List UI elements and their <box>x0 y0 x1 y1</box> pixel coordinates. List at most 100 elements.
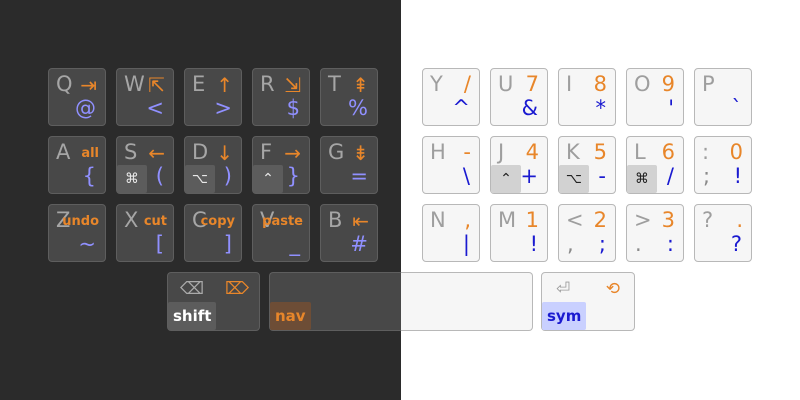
key-top-right-label: all <box>81 146 99 161</box>
key-symbol-label: @ <box>75 96 96 120</box>
key-symbol-label: - <box>598 164 606 188</box>
key-symbol-label: ^ <box>452 96 470 120</box>
key-top-right-label: ← <box>148 141 165 165</box>
key-letter: D <box>192 140 209 164</box>
key-top-right-label: copy <box>200 214 235 229</box>
key-top-right-label: 9 <box>661 72 675 96</box>
delete-forward-icon: ⌦ <box>224 279 249 299</box>
key-letter: M <box>498 208 517 232</box>
key-top-right-label: ⇤ <box>352 209 369 233</box>
key-symbol-label: / <box>666 164 674 188</box>
key-top-right-label: ↓ <box>216 141 233 165</box>
key-bottom-left-label: , <box>567 232 574 256</box>
key-symbol-label: ! <box>529 232 538 256</box>
key-light-2-2[interactable]: <2,; <box>558 204 616 262</box>
modifier-badge: ⌥ <box>185 165 215 193</box>
key-dark-0-2[interactable]: E ↑> <box>184 68 242 126</box>
key-light-1-4[interactable]: :0;! <box>694 136 752 194</box>
key-light-0-0[interactable]: Y/^ <box>422 68 480 126</box>
key-letter: R <box>260 72 275 96</box>
key-top-right-label: ↑ <box>216 73 233 97</box>
key-top-right-label: paste <box>262 214 303 229</box>
key-bottom-left-label: ; <box>703 164 711 188</box>
right-half-background <box>401 0 800 400</box>
shift-thumb-key[interactable]: ⌫ ⌦ shift <box>167 272 260 331</box>
key-top-right-label: 7 <box>525 72 539 96</box>
key-top-right-label: ⇥ <box>80 73 97 97</box>
key-letter: > <box>634 208 652 232</box>
key-light-2-3[interactable]: >3.: <box>626 204 684 262</box>
key-letter: P <box>702 72 715 96</box>
key-dark-2-4[interactable]: B⇤# <box>320 204 378 262</box>
key-dark-0-4[interactable]: T⇞% <box>320 68 378 126</box>
key-light-1-0[interactable]: H-\ <box>422 136 480 194</box>
key-symbol-label: ~ <box>78 232 96 256</box>
key-symbol-label: $ <box>286 96 300 120</box>
key-symbol-label: ) <box>223 164 232 188</box>
backspace-icon: ⌫ <box>180 279 205 299</box>
key-top-right-label: → <box>284 141 301 165</box>
sym-label: sym <box>542 302 587 330</box>
key-dark-0-3[interactable]: R⇲$ <box>252 68 310 126</box>
key-letter: A <box>56 140 71 164</box>
key-dark-0-0[interactable]: Q ⇥@ <box>48 68 106 126</box>
key-top-right-label: cut <box>143 214 167 229</box>
key-letter: < <box>566 208 584 232</box>
key-letter: H <box>430 140 446 164</box>
sym-thumb-key[interactable]: ⏎ ⟲ sym <box>541 272 635 331</box>
key-symbol-label: ? <box>730 232 742 256</box>
key-top-right-label: 4 <box>525 140 539 164</box>
nav-thumb-key-left-part[interactable]: nav <box>269 272 401 331</box>
key-top-right-label: 3 <box>661 208 675 232</box>
key-light-2-0[interactable]: N,| <box>422 204 480 262</box>
key-top-right-label: 8 <box>593 72 607 96</box>
key-symbol-label: [ <box>155 232 164 256</box>
key-symbol-label: \ <box>462 164 470 188</box>
key-letter: E <box>192 72 206 96</box>
key-top-right-label: 0 <box>729 140 743 164</box>
key-symbol-label: ! <box>733 164 742 188</box>
key-top-right-label: undo <box>62 214 99 229</box>
key-letter: K <box>566 140 580 164</box>
key-light-0-4[interactable]: P` <box>694 68 752 126</box>
key-letter: Q <box>56 72 73 96</box>
nav-thumb-key-right-part[interactable] <box>401 272 533 331</box>
key-symbol-label: > <box>214 96 232 120</box>
modifier-badge: ⌘ <box>117 165 147 193</box>
key-symbol-label: : <box>666 232 674 256</box>
modifier-badge: ⌃ <box>491 165 521 193</box>
shift-label: shift <box>168 302 217 330</box>
key-top-right-label: . <box>736 208 743 232</box>
key-symbol-label: ` <box>731 96 743 120</box>
key-symbol-label: { <box>82 164 96 188</box>
key-letter: B <box>328 208 343 232</box>
key-dark-1-3[interactable]: F→⌃} <box>252 136 310 194</box>
key-symbol-label: _ <box>289 232 301 256</box>
key-light-2-4[interactable]: ?.? <box>694 204 752 262</box>
key-symbol-label: & <box>521 96 538 120</box>
key-symbol-label: = <box>350 164 368 188</box>
key-dark-1-4[interactable]: G⇟= <box>320 136 378 194</box>
left-half-background <box>0 0 401 400</box>
key-dark-1-1[interactable]: S←⌘( <box>116 136 174 194</box>
key-dark-1-2[interactable]: D ↓⌥) <box>184 136 242 194</box>
key-letter: J <box>498 140 505 164</box>
key-letter: Y <box>430 72 443 96</box>
key-top-right-label: , <box>464 208 471 232</box>
key-dark-0-1[interactable]: W⇱< <box>116 68 174 126</box>
key-top-right-label: - <box>463 140 471 164</box>
key-letter: O <box>634 72 651 96</box>
key-top-right-label: ⇞ <box>352 73 369 97</box>
